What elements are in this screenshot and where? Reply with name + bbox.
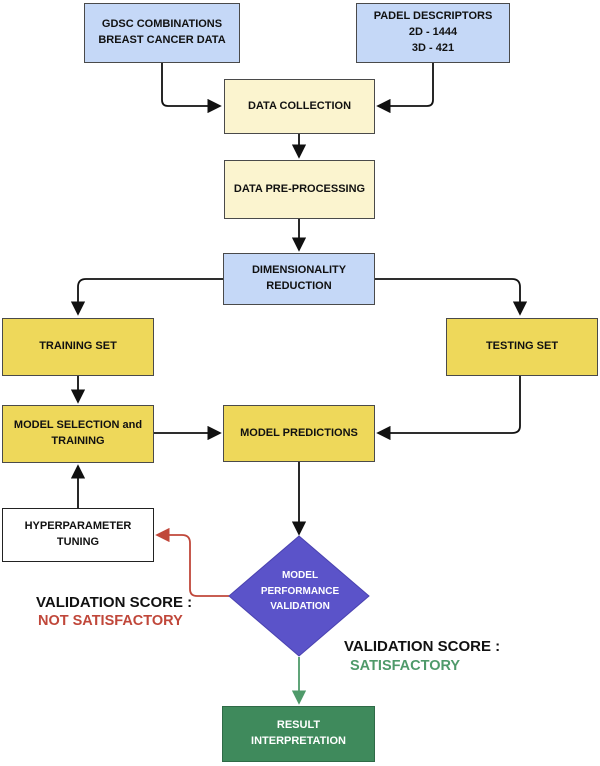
model-selection-node: MODEL SELECTION and TRAINING [2,405,154,463]
data-collection-node: DATA COLLECTION [224,79,375,134]
testing-set-node: TESTING SET [446,318,598,376]
edge-dimensionality-to-testing [375,278,528,316]
edge-gdsc-to-collection [161,63,222,114]
fail-score-title: VALIDATION SCORE : [36,594,193,611]
validation-decision-diamond [228,535,370,657]
gdsc-data-node: GDSC COMBINATIONS BREAST CANCER DATA [84,3,240,63]
edge-dimensionality-to-training [70,278,223,316]
pass-score-value: SATISFACTORY [350,658,461,674]
pass-score-title: VALIDATION SCORE : [344,638,501,655]
validation-decision-label: MODEL PERFORMANCE VALIDATION [260,570,340,612]
padel-descriptors-node: PADEL DESCRIPTORS 2D - 1444 3D - 421 [356,3,510,63]
hyperparameter-tuning-node: HYPERPARAMETER TUNING [2,508,154,562]
data-preprocessing-node: DATA PRE-PROCESSING [224,160,375,219]
edge-padel-to-collection [376,63,434,114]
edge-testing-to-predictions [376,376,521,441]
fail-score-value: NOT SATISFACTORY [38,613,183,629]
edge-validation-fail-to-hyperparameter [155,527,229,597]
training-set-node: TRAINING SET [2,318,154,376]
dimensionality-reduction-node: DIMENSIONALITY REDUCTION [223,253,375,305]
model-predictions-node: MODEL PREDICTIONS [223,405,375,462]
result-interpretation-node: RESULT INTERPRETATION [222,706,375,762]
